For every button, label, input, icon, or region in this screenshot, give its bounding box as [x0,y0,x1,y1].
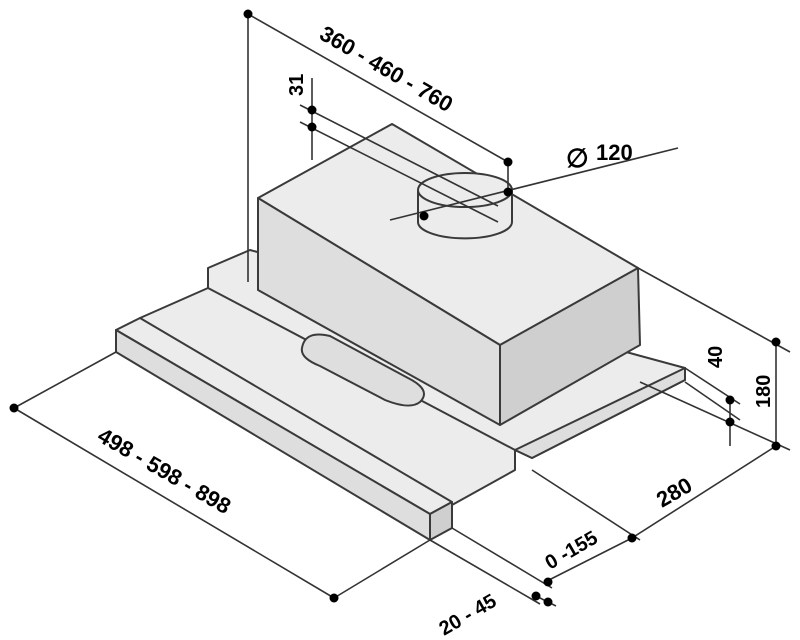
label-front-width: 498 - 598 - 898 [94,423,236,519]
label-extension: 0 -155 [542,527,602,574]
dimension-dots [9,9,781,607]
hood-body [115,123,686,541]
box-right-face [499,267,641,426]
label-top-length: 360 - 460 - 760 [316,21,458,117]
label-visor-height: 40 [705,346,727,368]
diameter-icon: ∅ [566,143,589,173]
label-outlet-diameter: 120 [596,140,633,165]
label-outlet-offset: 31 [286,74,308,96]
label-visor-depth: 20 - 45 [436,590,501,640]
label-total-height: 180 [753,375,775,408]
dimension-lines [13,13,791,607]
base-plate-front [514,367,686,459]
handle-recess [300,333,425,407]
label-depth: 280 [652,472,696,512]
